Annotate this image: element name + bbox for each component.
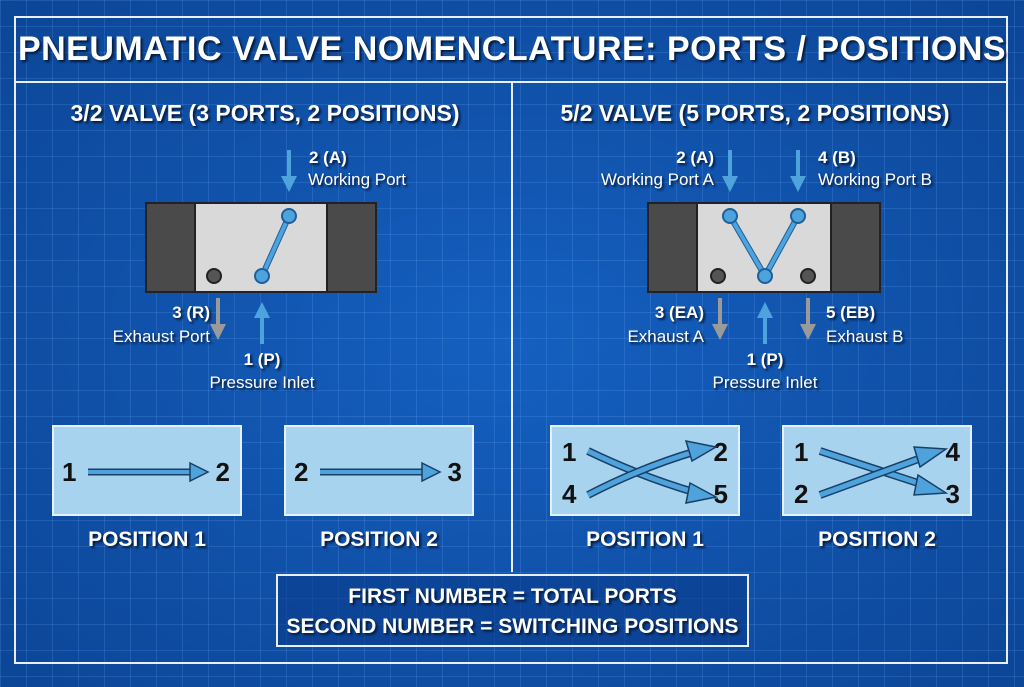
heading-5-2-valve: 5/2 VALVE (5 PORTS, 2 POSITIONS)	[560, 100, 950, 126]
port-3r-desc: Exhaust Port	[112, 327, 210, 346]
port-1p-desc: Pressure Inlet	[209, 373, 315, 392]
port-number: 4	[562, 479, 577, 509]
outer-frame	[14, 16, 1008, 664]
page-title: PNEUMATIC VALVE NOMENCLATURE: PORTS / PO…	[17, 30, 1007, 68]
port-number: 1	[794, 437, 809, 467]
note-line-1: FIRST NUMBER = TOTAL PORTS	[348, 585, 677, 608]
position-label: POSITION 1	[586, 528, 704, 551]
port-1p-id: 1 (P)	[243, 350, 281, 369]
port-number: 1	[562, 437, 577, 467]
port-number: 2	[713, 437, 728, 467]
position-box-3-2-pos1: 1 2	[52, 425, 242, 516]
port-2a-id: 2 (A)	[309, 148, 347, 167]
port-number: 1	[62, 457, 77, 487]
port-number: 2	[294, 457, 309, 487]
port-5eb-desc: Exhaust B	[826, 327, 904, 346]
port-2a-id: 2 (A)	[676, 148, 714, 167]
port-number: 5	[713, 479, 728, 509]
port-2a-desc: Working Port A	[600, 170, 714, 189]
position-box-5-2-pos1: 1 4 2 5	[550, 425, 740, 516]
port-1p-desc: Pressure Inlet	[712, 373, 818, 392]
valve-5-2-symbol	[647, 202, 881, 293]
port-3ea-id: 3 (EA)	[654, 303, 704, 322]
port-2a-desc: Working Port	[308, 170, 406, 189]
position-label: POSITION 2	[320, 528, 438, 551]
position-label: POSITION 1	[88, 528, 206, 551]
port-number: 4	[945, 437, 960, 467]
position-box-3-2-pos2: 2 3	[284, 425, 474, 516]
position-label: POSITION 2	[818, 528, 936, 551]
port-4b-id: 4 (B)	[818, 148, 856, 167]
divider	[511, 82, 513, 572]
note-line-2: SECOND NUMBER = SWITCHING POSITIONS	[286, 615, 739, 638]
nomenclature-note: FIRST NUMBER = TOTAL PORTS SECOND NUMBER…	[276, 574, 749, 647]
heading-3-2-valve: 3/2 VALVE (3 PORTS, 2 POSITIONS)	[70, 100, 460, 126]
port-number: 3	[447, 457, 462, 487]
valve-3-2-symbol	[145, 202, 377, 293]
port-4b-desc: Working Port B	[818, 170, 933, 189]
position-box-5-2-pos2: 1 2 4 3	[782, 425, 972, 516]
port-3ea-desc: Exhaust A	[627, 327, 704, 346]
port-5eb-id: 5 (EB)	[826, 303, 876, 322]
port-3r-id: 3 (R)	[172, 303, 210, 322]
port-number: 2	[794, 479, 809, 509]
port-number: 3	[945, 479, 960, 509]
port-1p-id: 1 (P)	[746, 350, 784, 369]
port-number: 2	[215, 457, 230, 487]
